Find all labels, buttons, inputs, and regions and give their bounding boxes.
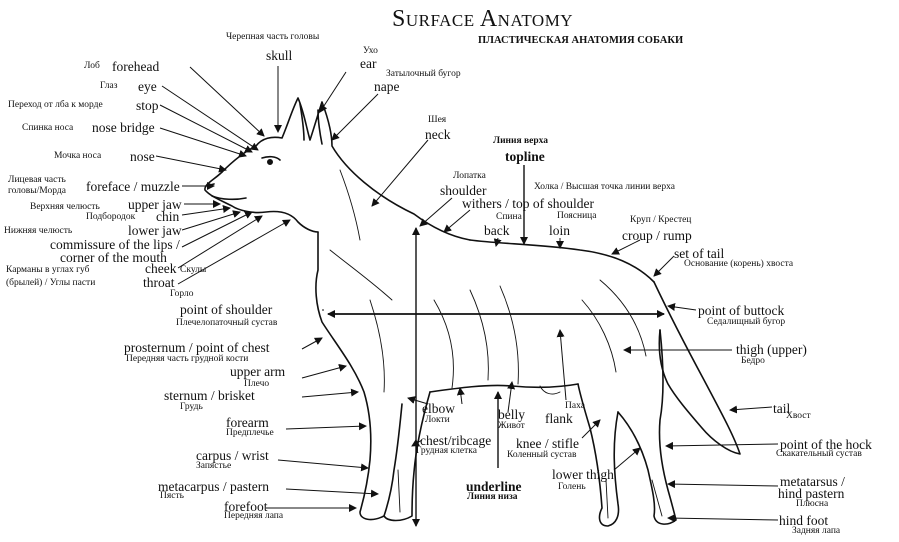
label-hind-foot: hind foot: [779, 513, 829, 528]
label-flank: flank: [545, 411, 573, 426]
label-foreface-ru: Лицевая часть головы/Морда: [8, 175, 66, 196]
label-nape: nape: [374, 79, 400, 94]
label-thigh-ru: Бедро: [741, 356, 765, 366]
label-upper-arm: upper arm: [230, 364, 286, 379]
label-tail: tail: [773, 401, 791, 416]
label-chin: chin: [156, 209, 180, 224]
label-lower-jaw: lower jaw: [128, 223, 182, 238]
label-metacarpus-ru: Пясть: [160, 491, 184, 501]
label-belly-ru: Живот: [498, 421, 525, 431]
label-chest-ru: Грудная клетка: [416, 446, 477, 456]
label-forefoot: forefoot: [224, 499, 268, 514]
label-commissure: commissure of the lips /: [50, 237, 180, 252]
label-point-of-shoulder-ru: Плечелопаточный сустав: [176, 318, 278, 328]
label-prosternum-ru: Передняя часть грудной кости: [126, 354, 249, 364]
label-throat-ru: Горло: [170, 289, 194, 299]
measurement-lines: [327, 165, 665, 527]
label-forearm-ru: Предплечье: [226, 428, 274, 438]
label-upper-jaw: upper jaw: [128, 197, 182, 212]
label-topline: topline: [505, 149, 545, 164]
label-ear: ear: [360, 56, 377, 71]
label-skull-ru: Черепная часть головы: [226, 32, 320, 42]
label-nose-bridge-ru: Спинка носа: [22, 123, 74, 133]
label-stop: stop: [136, 98, 159, 113]
label-topline-ru: Линия верха: [493, 136, 549, 146]
label-hock-ru: Скакательный сустав: [776, 449, 862, 459]
label-neck: neck: [425, 127, 451, 142]
label-eye-ru: Глаз: [100, 81, 118, 91]
page-subtitle: ПЛАСТИЧЕСКАЯ АНАТОМИЯ СОБАКИ: [478, 35, 684, 46]
label-shoulder-ru: Лопатка: [453, 171, 486, 181]
label-prosternum: prosternum / point of chest: [124, 340, 270, 355]
label-nose: nose: [130, 149, 155, 164]
label-stop-ru: Переход от лба к морде: [8, 100, 103, 110]
leader-lines: [155, 66, 779, 523]
label-forehead-ru: Лоб: [84, 61, 100, 71]
label-knee: knee / stifle: [516, 436, 579, 451]
label-commissure-ru-2: (брылей) / Углы пасти: [6, 278, 96, 288]
label-withers: withers / top of shoulder: [462, 196, 594, 211]
label-sternum-ru: Грудь: [180, 402, 203, 412]
label-lower-jaw-ru: Нижняя челюсть: [4, 226, 73, 236]
label-foreface: foreface / muzzle: [86, 179, 180, 194]
label-upper-jaw-ru: Верхняя челюсть: [30, 202, 100, 212]
label-chest: chest/ribcage: [420, 433, 492, 448]
label-point-of-buttock-ru: Седалищный бугор: [707, 317, 786, 327]
label-throat: throat: [143, 275, 175, 290]
label-underline-ru: Линия низа: [467, 492, 518, 502]
label-forefoot-ru: Передняя лапа: [224, 511, 284, 521]
label-shoulder: shoulder: [440, 183, 487, 198]
label-ear-ru: Ухо: [363, 46, 378, 56]
label-set-of-tail-ru: Основание (корень) хвоста: [684, 259, 794, 269]
label-metatarsus-2: hind pastern: [778, 486, 845, 501]
label-point-of-shoulder: point of shoulder: [180, 302, 273, 317]
label-neck-ru: Шея: [428, 115, 447, 125]
label-skull: skull: [266, 48, 293, 63]
dog-outline: [204, 97, 741, 527]
label-loin: loin: [549, 223, 571, 238]
label-chin-ru: Подбородок: [86, 212, 136, 222]
label-set-of-tail: set of tail: [674, 246, 725, 261]
label-back-ru: Спина: [496, 212, 522, 222]
label-croup-ru: Круп / Крестец: [630, 215, 692, 225]
label-lower-thigh-ru: Голень: [558, 482, 586, 492]
label-forehead: forehead: [112, 59, 160, 74]
label-commissure-ru: Карманы в углах губ: [6, 265, 90, 275]
label-back: back: [484, 223, 510, 238]
label-sternum: sternum / brisket: [164, 388, 255, 403]
label-hind-foot-ru: Задняя лапа: [792, 526, 841, 536]
page-title: Surface Anatomy: [392, 6, 574, 32]
label-nape-ru: Затылочный бугор: [386, 69, 461, 79]
label-carpus-ru: Запястье: [196, 461, 232, 471]
label-hock: point of the hock: [780, 437, 872, 452]
label-flank-ru: Паха: [565, 401, 585, 411]
label-upper-arm-ru: Плечо: [244, 379, 270, 389]
label-loin-ru: Поясница: [557, 211, 597, 221]
label-nose-ru: Мочка носа: [54, 151, 102, 161]
label-elbow-ru: Локти: [425, 415, 450, 425]
label-cheek-ru: Скулы: [180, 265, 207, 275]
label-belly: belly: [498, 407, 525, 422]
label-cheek: cheek: [145, 261, 177, 276]
label-carpus: carpus / wrist: [196, 448, 269, 463]
label-commissure-2: corner of the mouth: [60, 250, 167, 265]
label-eye: eye: [138, 79, 157, 94]
label-withers-ru: Холка / Высшая точка линии верха: [534, 182, 675, 192]
label-nose-bridge: nose bridge: [92, 120, 155, 135]
label-thigh: thigh (upper): [736, 342, 807, 357]
label-forearm: forearm: [226, 415, 269, 430]
label-point-of-buttock: point of buttock: [698, 303, 785, 318]
label-underline: underline: [466, 479, 522, 494]
label-knee-ru: Коленный сустав: [507, 450, 577, 460]
label-elbow: elbow: [422, 401, 455, 416]
label-croup: croup / rump: [622, 228, 692, 243]
label-metatarsus-ru: Плюсна: [796, 499, 829, 509]
label-tail-ru: Хвост: [786, 411, 811, 421]
label-lower-thigh: lower thigh: [552, 467, 614, 482]
label-metacarpus: metacarpus / pastern: [158, 479, 269, 494]
label-metatarsus: metatarsus /: [780, 474, 845, 489]
